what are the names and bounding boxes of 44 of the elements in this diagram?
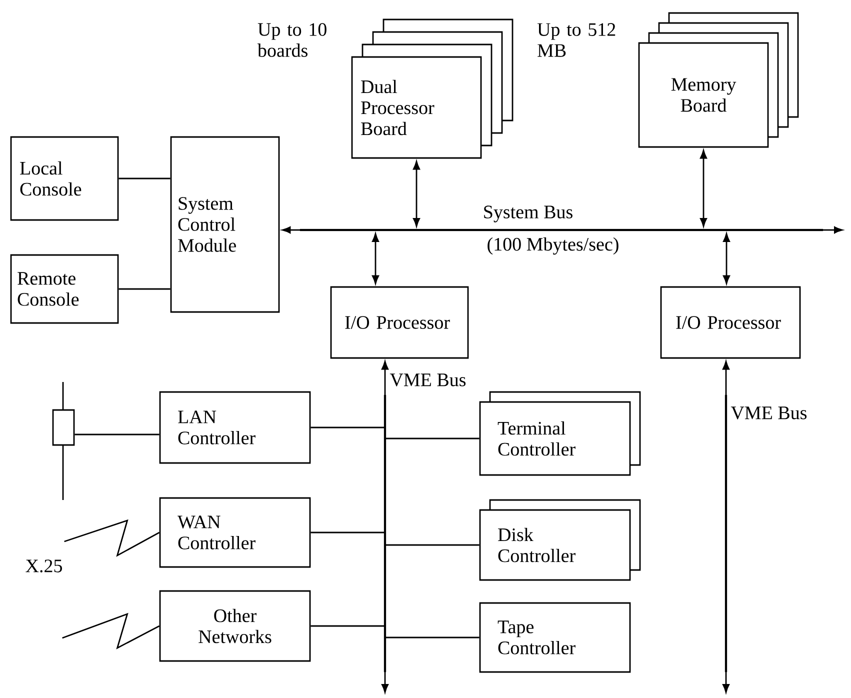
controller-box: Other Networks bbox=[159, 590, 311, 662]
board-stack: Memory Board bbox=[638, 12, 799, 148]
connector-line bbox=[74, 434, 160, 436]
arrow bbox=[382, 360, 388, 395]
bus-label: VME Bus bbox=[390, 374, 466, 386]
console-box: Local Console bbox=[10, 136, 119, 221]
arrow bbox=[282, 226, 300, 234]
bus-line bbox=[384, 394, 386, 672]
double-arrow bbox=[372, 233, 379, 284]
connector-line bbox=[118, 288, 170, 290]
bus-label: (100 Mbytes/sec) bbox=[488, 237, 618, 255]
arrow bbox=[382, 672, 388, 693]
double-arrow bbox=[413, 160, 420, 227]
bus-label: VME Bus bbox=[730, 406, 807, 420]
connector-line bbox=[310, 625, 384, 627]
bus-label: System Bus bbox=[484, 206, 572, 222]
processor-box: I/O Processor bbox=[330, 286, 469, 359]
connector-line bbox=[310, 426, 384, 428]
board-stack: Dual Processor Board bbox=[351, 18, 514, 159]
arrow bbox=[722, 672, 730, 693]
connector-line bbox=[386, 438, 480, 440]
processor-box: I/O Processor bbox=[660, 286, 801, 359]
controller-box: Tape Controller bbox=[479, 602, 631, 673]
connector-line bbox=[62, 612, 160, 650]
controller-stack: Disk Controller bbox=[479, 499, 641, 581]
arrow bbox=[722, 360, 730, 395]
connector-line bbox=[64, 519, 160, 557]
protocol-label: X.25 bbox=[26, 560, 62, 572]
module-box: System Control Module bbox=[170, 136, 280, 313]
connector-line bbox=[118, 178, 170, 180]
console-box: Remote Console bbox=[10, 254, 119, 324]
controller-box: WAN Controller bbox=[159, 497, 311, 568]
transceiver-drawing bbox=[52, 409, 75, 446]
note-text: Up to 512 MB bbox=[537, 23, 616, 57]
connector-line bbox=[310, 532, 384, 534]
controller-box: LAN Controller bbox=[159, 391, 311, 464]
arrow bbox=[823, 226, 843, 234]
bus-line bbox=[724, 394, 728, 672]
double-arrow bbox=[700, 150, 707, 227]
double-arrow bbox=[723, 233, 730, 284]
controller-stack: Terminal Controller bbox=[479, 391, 641, 476]
connector-line bbox=[386, 636, 480, 638]
connector-line bbox=[386, 544, 480, 546]
note-text: Up to 10 boards bbox=[258, 23, 326, 57]
